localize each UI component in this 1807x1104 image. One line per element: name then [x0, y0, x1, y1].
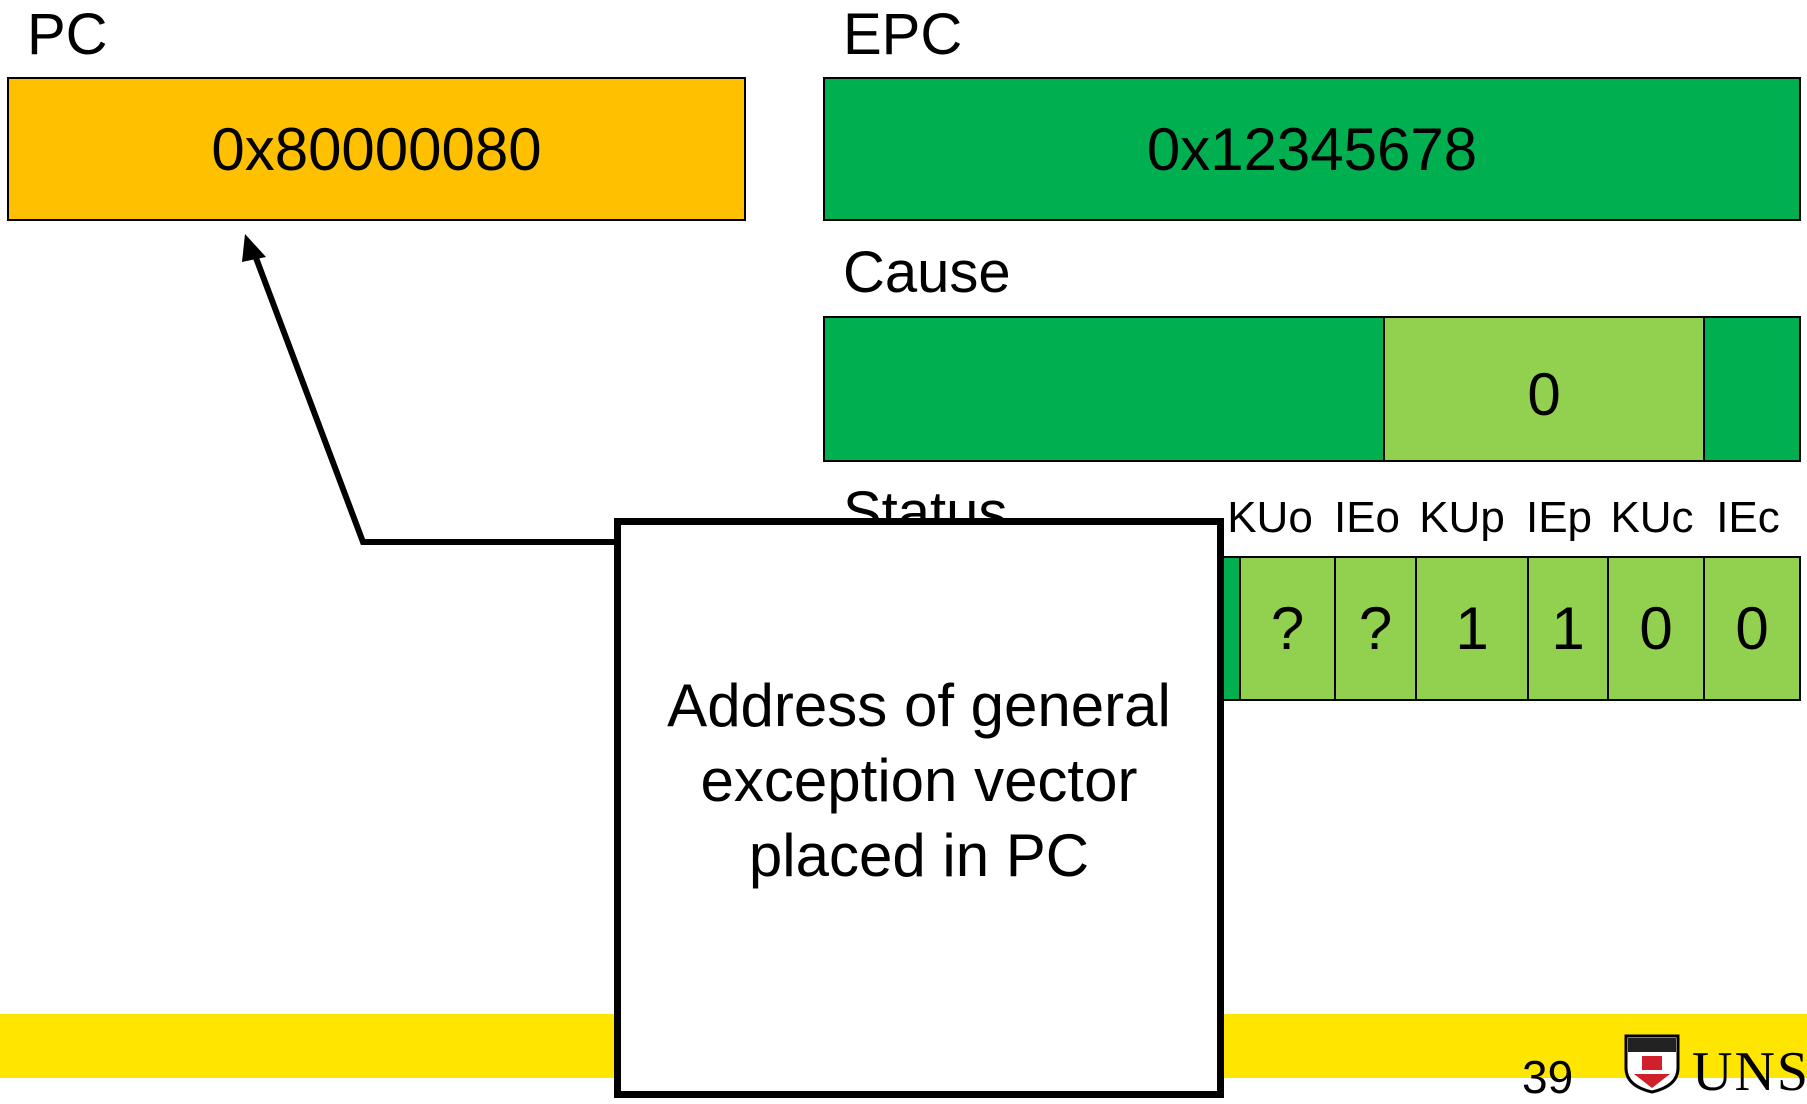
status-bit-label-iec: IEc	[1716, 493, 1780, 542]
status-bit-value-kuo: ?	[1270, 595, 1305, 662]
status-bit-label-kup: KUp	[1419, 493, 1505, 542]
unsw-crest-icon	[1624, 1034, 1680, 1094]
epc-label: EPC	[843, 2, 963, 67]
cause-exccode-value: 0	[1527, 360, 1561, 428]
epc-register: 0x12345678	[823, 77, 1801, 221]
status-bit-value-kup: 1	[1455, 595, 1489, 662]
cause-exccode-field: 0	[1383, 316, 1705, 462]
callout-box: Address of general exception vector plac…	[614, 518, 1224, 1098]
status-bit-label-ieo: IEo	[1333, 493, 1401, 542]
cause-label: Cause	[843, 240, 1011, 305]
cause-upper-field	[823, 316, 1385, 462]
status-bit-value-ieo: ?	[1358, 595, 1393, 662]
status-bit-value-kuc: 0	[1639, 595, 1673, 662]
pc-label: PC	[27, 2, 108, 67]
pc-register: 0x80000080	[7, 77, 746, 221]
status-bit-kup: 1	[1415, 556, 1529, 701]
status-bit-kuo: ?	[1239, 556, 1336, 701]
status-bit-value-iec: 0	[1735, 595, 1769, 662]
arrow-head	[242, 234, 266, 262]
arrow-to-pc	[242, 234, 614, 545]
page-number: 39	[1522, 1051, 1574, 1103]
pc-value: 0x80000080	[211, 115, 542, 183]
status-bit-value-iep: 1	[1551, 595, 1585, 662]
epc-value: 0x12345678	[1146, 115, 1478, 183]
status-bit-label-kuc: KUc	[1610, 493, 1694, 542]
status-bit-label-kuo: KUo	[1227, 493, 1313, 542]
cause-lower-field	[1703, 316, 1801, 462]
status-bit-ieo: ?	[1334, 556, 1417, 701]
status-bit-kuc: 0	[1607, 556, 1705, 701]
arrow-line	[250, 248, 614, 545]
callout-text: Address of general exception vector plac…	[667, 672, 1171, 889]
unsw-logo-text: UNSW	[1692, 1041, 1807, 1103]
status-bit-label-iep: IEp	[1525, 493, 1593, 542]
status-bit-iec: 0	[1703, 556, 1801, 701]
